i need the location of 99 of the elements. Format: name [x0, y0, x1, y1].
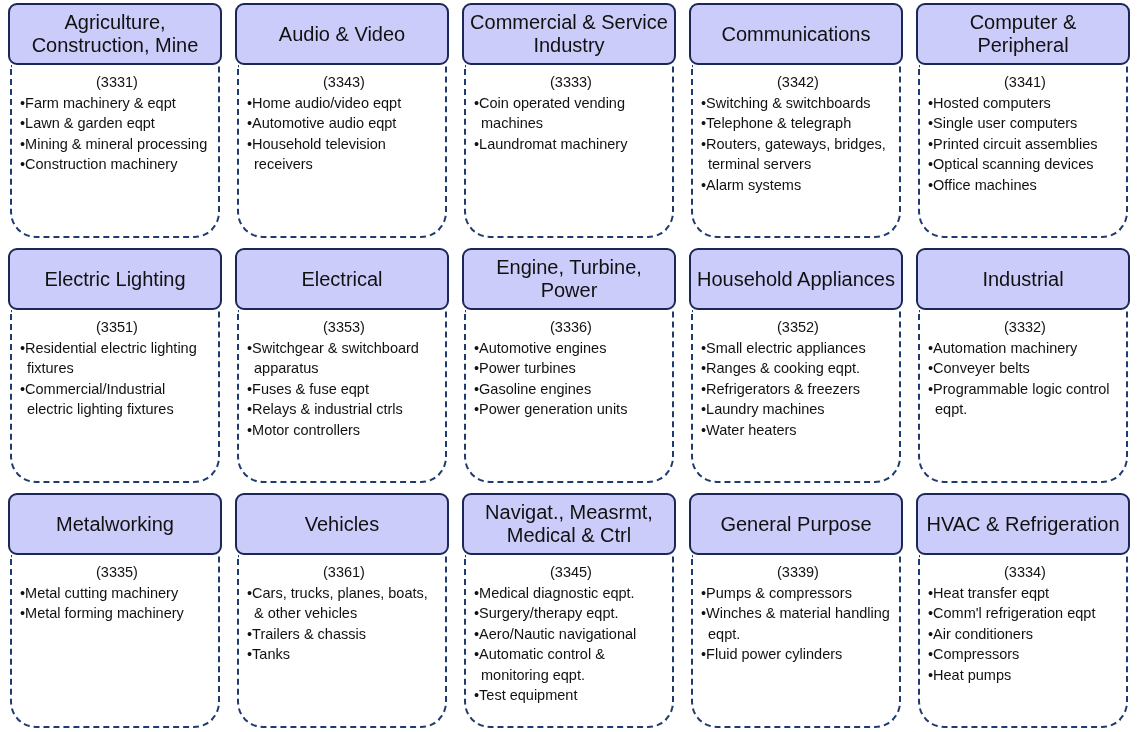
category-header: Communications	[689, 3, 903, 65]
bullet-item: •Winches & material handling eqpt.	[701, 604, 891, 644]
category-panel	[918, 310, 1128, 483]
category-header: Navigat., Measrmt, Medical & Ctrl	[462, 493, 676, 555]
category-header: Agriculture, Construction, Mine	[8, 3, 222, 65]
category-header: General Purpose	[689, 493, 903, 555]
category-panel	[237, 65, 447, 238]
bullet-item: •Printed circuit assemblies	[928, 134, 1099, 154]
bullet-item: •Laundry machines	[701, 400, 826, 419]
category-header: Computer & Peripheral	[916, 3, 1130, 65]
bullet-item: •Mining & mineral processing	[20, 134, 209, 154]
industry-code: (3336)	[549, 318, 593, 337]
bullet-item: •Alarm systems	[701, 175, 803, 195]
bullet-item: •Heat transfer eqpt	[928, 583, 1051, 603]
bullet-item: •Metal forming machinery	[20, 604, 185, 623]
industry-code: (3331)	[95, 73, 139, 92]
category-header: Electrical	[235, 248, 449, 310]
bullet-item: •Air conditioners	[928, 624, 1034, 644]
bullet-item: •Test equipment	[474, 686, 579, 705]
industry-code: (3335)	[95, 563, 139, 582]
industry-code: (3342)	[776, 73, 820, 92]
industry-code: (3339)	[776, 563, 820, 582]
category-panel	[237, 310, 447, 483]
bullet-item: •Office machines	[928, 175, 1038, 195]
bullet-item: •Heat pumps	[928, 665, 1013, 685]
bullet-item: •Routers, gateways, bridges, terminal servers	[701, 134, 887, 174]
bullet-item: •Optical scanning devices	[928, 155, 1095, 174]
category-header: Electric Lighting	[8, 248, 222, 310]
industry-code: (3352)	[776, 318, 820, 337]
bullet-item: •Household television receivers	[247, 134, 387, 174]
industry-code: (3333)	[549, 73, 593, 92]
category-panel	[464, 310, 674, 483]
category-panel	[464, 555, 674, 728]
category-header: Industrial	[916, 248, 1130, 310]
bullet-item: •Residential electric lighting fixtures	[20, 338, 198, 378]
bullet-item: •Refrigerators & freezers	[701, 379, 861, 399]
bullet-item: •Tanks	[247, 645, 291, 664]
bullet-item: •Switching & switchboards	[701, 93, 872, 113]
bullet-item: •Pumps & compressors	[701, 583, 853, 603]
category-panel	[918, 555, 1128, 728]
bullet-item: •Automotive engines	[474, 338, 608, 358]
category-header: Vehicles	[235, 493, 449, 555]
bullet-item: •Programmable logic control eqpt.	[928, 379, 1111, 419]
category-panel	[237, 555, 447, 728]
bullet-item: •Gasoline engines	[474, 379, 593, 399]
bullet-item: •Farm machinery & eqpt	[20, 93, 177, 113]
bullet-item: •Automation machinery	[928, 338, 1079, 358]
category-panel	[10, 65, 220, 238]
bullet-item: •Power turbines	[474, 359, 577, 378]
bullet-item: •Coin operated vending machines	[474, 93, 626, 133]
bullet-item: •Water heaters	[701, 420, 798, 440]
bullet-item: •Compressors	[928, 645, 1021, 664]
bullet-item: •Home audio/video eqpt	[247, 93, 403, 113]
industry-code: (3341)	[1003, 73, 1047, 92]
bullet-item: •Surgery/therapy eqpt.	[474, 604, 620, 623]
bullet-item: •Laundromat machinery	[474, 134, 629, 154]
bullet-item: •Telephone & telegraph	[701, 114, 853, 133]
category-header: Audio & Video	[235, 3, 449, 65]
industry-code: (3345)	[549, 563, 593, 582]
bullet-item: •Power generation units	[474, 400, 629, 419]
bullet-item: •Lawn & garden eqpt	[20, 114, 156, 133]
category-header: Commercial & Service Industry	[462, 3, 676, 65]
bullet-item: •Switchgear & switchboard apparatus	[247, 338, 420, 378]
bullet-item: •Automatic control & monitoring eqpt.	[474, 645, 606, 685]
bullet-item: •Small electric appliances	[701, 338, 867, 358]
category-panel	[918, 65, 1128, 238]
bullet-item: •Single user computers	[928, 114, 1079, 133]
industry-code: (3361)	[322, 563, 366, 582]
category-panel	[691, 310, 901, 483]
category-panel	[464, 65, 674, 238]
category-panel	[10, 310, 220, 483]
bullet-item: •Motor controllers	[247, 420, 362, 440]
category-header: HVAC & Refrigeration	[916, 493, 1130, 555]
bullet-item: •Hosted computers	[928, 93, 1052, 113]
bullet-item: •Conveyer belts	[928, 359, 1031, 378]
category-panel	[691, 65, 901, 238]
bullet-item: •Metal cutting machinery	[20, 583, 180, 603]
category-panel	[691, 555, 901, 728]
industry-code: (3334)	[1003, 563, 1047, 582]
bullet-item: •Fluid power cylinders	[701, 645, 844, 664]
bullet-item: •Medical diagnostic eqpt.	[474, 583, 636, 603]
category-panel	[10, 555, 220, 728]
bullet-item: •Aero/Nautic navigational	[474, 624, 638, 644]
industry-code: (3343)	[322, 73, 366, 92]
bullet-item: •Fuses & fuse eqpt	[247, 379, 370, 399]
bullet-item: •Comm'l refrigeration eqpt	[928, 604, 1097, 623]
category-header: Metalworking	[8, 493, 222, 555]
bullet-item: •Trailers & chassis	[247, 624, 367, 644]
industry-code: (3353)	[322, 318, 366, 337]
industry-code: (3332)	[1003, 318, 1047, 337]
industry-code: (3351)	[95, 318, 139, 337]
category-header: Household Appliances	[689, 248, 903, 310]
bullet-item: •Ranges & cooking eqpt.	[701, 359, 862, 378]
bullet-item: •Automotive audio eqpt	[247, 114, 398, 133]
bullet-item: •Construction machinery	[20, 155, 179, 174]
bullet-item: •Commercial/Industrial electric lighting fixtures	[20, 379, 175, 419]
category-header: Engine, Turbine, Power	[462, 248, 676, 310]
bullet-item: •Relays & industrial ctrls	[247, 400, 404, 419]
bullet-item: •Cars, trucks, planes, boats, & other vehicles	[247, 583, 429, 623]
